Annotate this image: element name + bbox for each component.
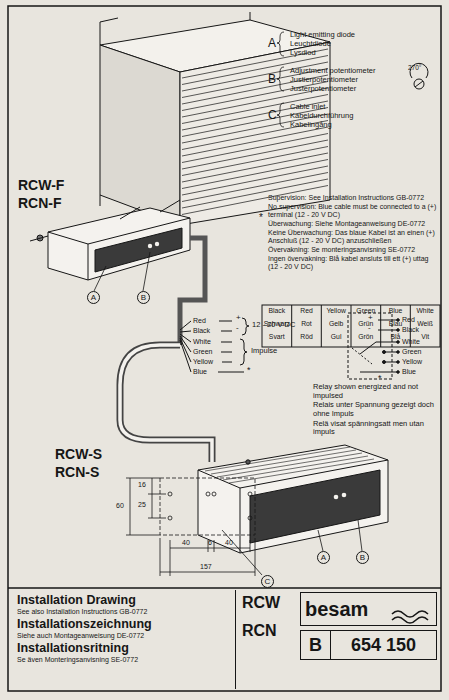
- callout-letter: B: [356, 551, 369, 564]
- title-text: Installation Drawing: [17, 593, 230, 607]
- table-cell: Gelb: [321, 320, 351, 327]
- sensor-ribs: [205, 447, 374, 483]
- table-cell: Röd: [292, 333, 322, 340]
- table-cell: Blue: [381, 307, 411, 314]
- note-text: Relais unter Spannung gezeigt doch ohne …: [313, 401, 439, 418]
- model-name: RCW-F: [18, 178, 64, 193]
- wire-colour: Yellow: [193, 358, 213, 366]
- terminal-sign: -: [236, 324, 239, 333]
- model-code: RCW: [242, 594, 280, 612]
- note-text: No supervision: Blue cable must be conne…: [268, 203, 440, 219]
- terminal-sign: +: [368, 314, 373, 323]
- braces: [277, 32, 284, 127]
- mounting-template: [126, 478, 255, 576]
- part-name: Leuchtdiode: [290, 40, 331, 48]
- note-block: Relay shown energized and not impulsedRe…: [313, 383, 439, 438]
- wire-colour: Yellow: [402, 358, 422, 366]
- table-cell: Green: [351, 307, 381, 314]
- note-text: Relä visat spänningsatt men utan impuls: [313, 420, 439, 437]
- wire-colour: White: [193, 338, 211, 346]
- model-name: RCN-F: [18, 196, 62, 211]
- part-name: Justierpotentiometer: [290, 76, 358, 84]
- wire-colour: Green: [402, 348, 421, 356]
- callout-letter: A: [317, 551, 330, 564]
- dimension: 6: [208, 539, 212, 547]
- subtitle-text: Siehe auch Montageanweisung DE-0772: [17, 631, 230, 640]
- part-name: Justerpotentiometer: [290, 85, 356, 93]
- wire-colour: Red: [193, 317, 206, 325]
- angle-label: 270°: [408, 64, 421, 71]
- terminal-sign: -: [368, 324, 371, 333]
- wire-colour: Black: [193, 327, 210, 335]
- note-text: Övervakning: Se monteringsanvisning SE-0…: [268, 246, 440, 254]
- wire-colour: Blue: [193, 368, 207, 376]
- table-cell: White: [410, 307, 440, 314]
- table-cell: Grün: [351, 320, 381, 327]
- model-name: RCN-S: [55, 465, 99, 480]
- terminal-sign: +: [236, 314, 241, 323]
- callout-letter: B: [137, 291, 150, 304]
- model-code: RCN: [242, 622, 277, 640]
- note-text: Supervision: See Installation Instructio…: [268, 194, 440, 202]
- note-marker: *: [378, 374, 382, 384]
- subtitle-text: Se även Monteringsanvisning SE-0772: [17, 655, 230, 664]
- callout-letter: A: [268, 37, 276, 50]
- document-number-box: 654 150: [330, 630, 437, 660]
- supply-voltage: 12 - 20 V DC: [252, 321, 295, 329]
- part-name: Kabeldurchführung: [290, 112, 353, 120]
- dimension: 157: [200, 563, 212, 571]
- title-text: Installationszeichnung: [17, 617, 230, 631]
- subtitle-text: See also Installation Instructions GB-07…: [17, 607, 230, 616]
- brand-name: besam: [305, 595, 432, 623]
- note-text: Relay shown energized and not impulsed: [313, 383, 439, 400]
- callout-letter: C: [261, 575, 274, 588]
- note-text: Überwachung: Siehe Montageanweisung DE-0…: [268, 220, 440, 228]
- wire-colour: Blue: [402, 368, 416, 376]
- dimension: 40: [182, 539, 190, 547]
- callout-letter: B: [268, 73, 276, 86]
- wire-colour: Red: [402, 316, 415, 324]
- model-name: RCW-S: [55, 447, 102, 462]
- callout-letter: C: [268, 109, 277, 122]
- revision-box: B: [300, 630, 331, 660]
- note-block: Supervision: See Installation Instructio…: [268, 194, 440, 272]
- part-name: Adjustment potentiometer: [290, 67, 375, 75]
- part-name: Cable inlet: [290, 103, 325, 111]
- wire-colour: White: [402, 338, 420, 346]
- table-cell: Svart: [262, 333, 292, 340]
- note-marker: *: [259, 212, 263, 223]
- wire-fan: [180, 318, 249, 372]
- note-text: Ingen övervakning: Blå kabel ansluts til…: [268, 255, 440, 271]
- table-cell: Black: [262, 307, 292, 314]
- wire-colour: Black: [402, 326, 419, 334]
- rcw-f-sensor: [30, 200, 190, 280]
- part-name: Light emitting diode: [290, 31, 355, 39]
- dimension: 16: [138, 481, 146, 489]
- page-border: [8, 6, 441, 691]
- rcw-s-sensor: [198, 445, 388, 553]
- wire-colour: Green: [193, 348, 212, 356]
- logo-box: besam: [300, 592, 437, 626]
- part-name: Lysdiod: [290, 49, 316, 57]
- dimension: 40: [225, 539, 233, 547]
- table-cell: Gul: [321, 333, 351, 340]
- dimension: 25: [138, 501, 146, 509]
- signal-name: Impulse: [251, 347, 277, 355]
- revision-letter: B: [305, 633, 326, 657]
- part-name: Kabelingång: [290, 121, 332, 129]
- note-text: Keine Überwachung: Das blaue Kabel ist a…: [268, 229, 440, 245]
- callout-letter: A: [87, 291, 100, 304]
- table-cell: Yellow: [321, 307, 351, 314]
- title-text: Installationsritning: [17, 641, 230, 655]
- besam-logo: [392, 611, 428, 617]
- dimension: 60: [116, 502, 124, 510]
- table-cell: Rot: [292, 320, 322, 327]
- document-number: 654 150: [335, 633, 432, 657]
- table-cell: Red: [292, 307, 322, 314]
- table-cell: Grön: [351, 333, 381, 340]
- note-marker: *: [247, 366, 251, 376]
- title-block: Installation DrawingSee also Installatio…: [12, 590, 236, 689]
